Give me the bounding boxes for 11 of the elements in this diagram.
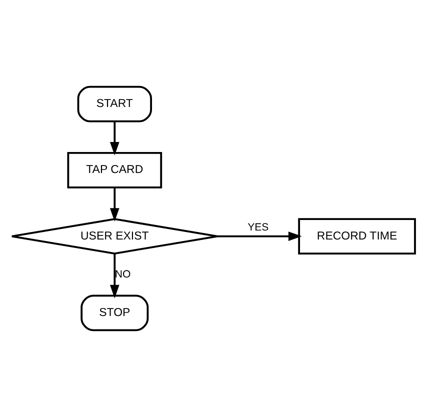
node-box: RECORD TIME: [298, 218, 416, 254]
node-box: TAP CARD: [67, 151, 162, 188]
arrow: [217, 231, 302, 240]
edge-label: NO: [114, 268, 131, 280]
arrow: [110, 253, 120, 298]
node-box: STOP: [80, 294, 149, 331]
arrow: [110, 187, 120, 222]
edge-label: YES: [248, 220, 269, 233]
node-box: START: [77, 85, 152, 122]
node-diamond: USER EXIST: [10, 218, 218, 254]
arrow: [110, 121, 120, 155]
